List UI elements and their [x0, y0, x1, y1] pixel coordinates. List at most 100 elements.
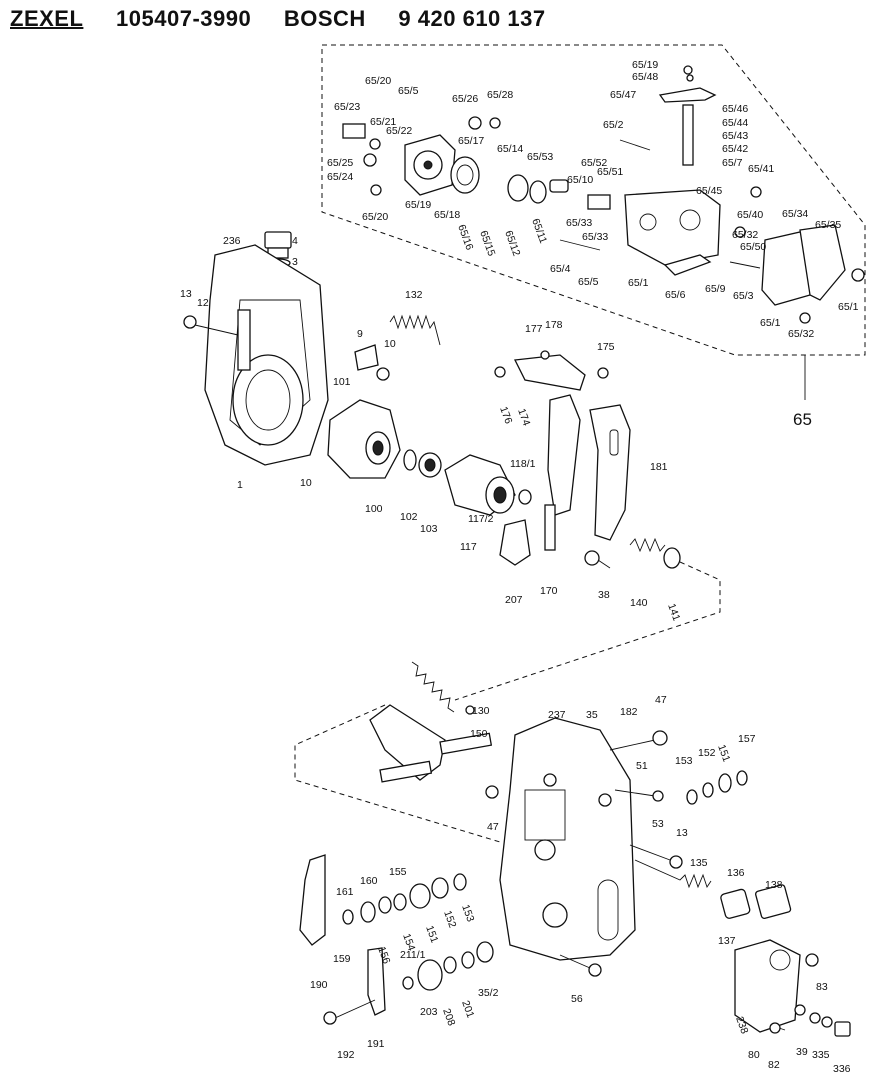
- label-65-1c: 65/1: [838, 301, 859, 313]
- label-65-34: 65/34: [782, 208, 808, 220]
- brand-bosch: BOSCH: [283, 6, 366, 31]
- label-153b: 153: [459, 903, 476, 924]
- label-182: 182: [620, 706, 638, 718]
- label-65-20b: 65/20: [362, 211, 388, 223]
- label-65-42: 65/42: [722, 143, 748, 155]
- label-82: 82: [768, 1059, 780, 1071]
- label-65-25: 65/25: [327, 157, 353, 169]
- label-65-12: 65/12: [502, 229, 522, 258]
- link-line-upper: [454, 561, 721, 701]
- label-65-53: 65/53: [527, 151, 553, 163]
- label-65-1a: 65/1: [628, 277, 649, 289]
- label-65-18: 65/18: [434, 209, 460, 221]
- label-9: 9: [357, 328, 363, 340]
- bosch-part-number: 9 420 610 137: [398, 6, 546, 31]
- upper-assembly-parts: [183, 231, 681, 569]
- label-65-33b: 65/33: [582, 231, 608, 243]
- label-38: 38: [598, 589, 610, 601]
- label-65-6: 65/6: [665, 289, 686, 301]
- group-65-parts: [342, 65, 865, 324]
- label-51: 51: [636, 760, 648, 772]
- label-12: 12: [197, 297, 209, 309]
- label-117-2: 117/2: [468, 513, 494, 525]
- label-238: 238: [733, 1015, 750, 1036]
- label-151a: 151: [715, 743, 732, 764]
- label-335: 335: [812, 1049, 830, 1061]
- brand-zexel: ZEXEL: [10, 6, 84, 31]
- label-178: 178: [545, 319, 563, 331]
- label-10a: 10: [384, 338, 396, 350]
- label-53: 53: [652, 818, 664, 830]
- label-65-48: 65/48: [632, 71, 658, 83]
- label-65-23: 65/23: [334, 101, 360, 113]
- label-161: 161: [336, 886, 354, 898]
- label-177: 177: [525, 323, 543, 335]
- label-65-26: 65/26: [452, 93, 478, 105]
- label-83: 83: [816, 981, 828, 993]
- label-181: 181: [650, 461, 668, 473]
- label-207: 207: [505, 594, 523, 606]
- label-39: 39: [796, 1046, 808, 1058]
- label-65-3: 65/3: [733, 290, 754, 302]
- label-65-5: 65/5: [398, 85, 419, 97]
- label-65-4: 65/4: [550, 263, 571, 275]
- group-65-label: 65: [793, 410, 812, 429]
- label-160: 160: [360, 875, 378, 887]
- label-80: 80: [748, 1049, 760, 1061]
- group-65-boundary: [321, 44, 866, 356]
- label-118-1: 118/1: [510, 458, 536, 470]
- label-3: 3: [292, 256, 298, 268]
- label-159: 159: [333, 953, 351, 965]
- label-174: 174: [515, 407, 532, 428]
- label-65-43: 65/43: [722, 130, 748, 142]
- label-13b: 13: [676, 827, 688, 839]
- label-10b: 10: [300, 477, 312, 489]
- label-65-41: 65/41: [748, 163, 774, 175]
- label-1: 1: [237, 479, 243, 491]
- label-47a: 47: [655, 694, 667, 706]
- label-65-33a: 65/33: [566, 217, 592, 229]
- label-138: 138: [765, 879, 783, 891]
- label-65-21: 65/21: [370, 116, 396, 128]
- label-176: 176: [497, 405, 514, 426]
- label-170: 170: [540, 585, 558, 597]
- label-117: 117: [460, 541, 477, 553]
- label-65-35: 65/35: [815, 219, 841, 231]
- label-65-44: 65/44: [722, 117, 748, 129]
- label-141: 141: [665, 602, 682, 623]
- label-65-2: 65/2: [603, 119, 624, 131]
- label-236: 236: [223, 235, 241, 247]
- label-65-16: 65/16: [455, 223, 475, 252]
- label-65-15: 65/15: [477, 229, 497, 258]
- label-65-9: 65/9: [705, 283, 726, 295]
- label-65-17: 65/17: [458, 135, 484, 147]
- label-13a: 13: [180, 288, 192, 300]
- label-65-50: 65/50: [740, 241, 766, 253]
- label-65-7: 65/7: [722, 157, 743, 169]
- header: ZEXEL 105407-3990 BOSCH 9 420 610 137: [10, 6, 572, 34]
- label-65-14: 65/14: [497, 143, 523, 155]
- label-132: 132: [405, 289, 423, 301]
- label-65-1b: 65/1: [760, 317, 781, 329]
- label-65-24: 65/24: [327, 171, 353, 183]
- label-65-32: 65/32: [732, 229, 758, 241]
- lower-assembly-parts: [299, 661, 851, 1037]
- label-211-1: 211/1: [400, 949, 426, 961]
- label-192: 192: [337, 1049, 355, 1061]
- label-101: 101: [333, 376, 351, 388]
- label-153a: 153: [675, 755, 693, 767]
- label-65-51: 65/51: [597, 166, 623, 178]
- label-191: 191: [367, 1038, 385, 1050]
- label-65-11: 65/11: [529, 217, 549, 245]
- label-47b: 47: [487, 821, 499, 833]
- label-65-10: 65/10: [567, 174, 593, 186]
- label-65-32b: 65/32: [788, 328, 814, 340]
- label-157: 157: [738, 733, 756, 745]
- label-103: 103: [420, 523, 438, 535]
- label-136: 136: [727, 867, 745, 879]
- part-number-labels: 65/19 65/48 65/47 65/46 65/44 65/43 65/4…: [180, 59, 859, 1075]
- label-65-28: 65/28: [487, 89, 513, 101]
- label-130: 130: [472, 705, 490, 717]
- label-65-20: 65/20: [365, 75, 391, 87]
